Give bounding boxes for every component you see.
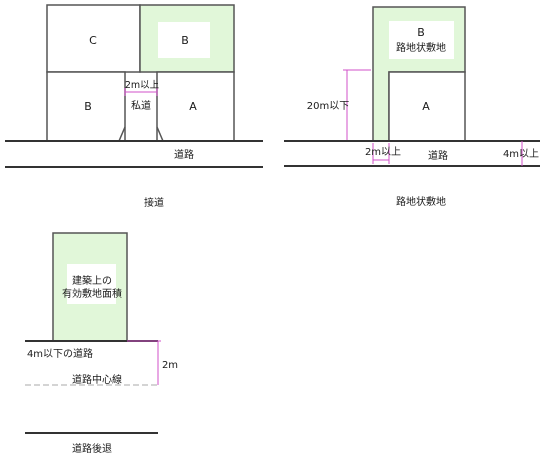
lot-b-top-label: B [181, 34, 189, 47]
lot-b-bottom [46, 71, 126, 142]
min-width-label: 2m以上 [125, 80, 160, 91]
flag-road-label: 道路 [428, 149, 448, 162]
diagram-setback: 建築上の 有効敷地面積 4m以下の道路 道路中心線 2m 道路後退 [25, 232, 178, 455]
private-road-flare-right [156, 126, 164, 142]
caption-setback: 道路後退 [72, 442, 112, 455]
max-length-label: 20m以下 [307, 101, 349, 112]
lot-c [46, 4, 141, 73]
effective-area-line2: 有効敷地面積 [62, 287, 122, 300]
lot-c-label: C [89, 34, 97, 47]
private-road-label: 私道 [131, 99, 151, 112]
lot-b-top-inner [158, 22, 210, 58]
setback-label: 2m [162, 360, 178, 371]
flag-min-width-label: 2m以上 [365, 146, 401, 158]
flag-lot-b-label: B [417, 26, 425, 39]
flag-lot-b-sublabel: 路地状敷地 [396, 41, 446, 54]
effective-area-line1: 建築上の [72, 274, 112, 287]
road-width-label: 4m以上 [503, 148, 539, 160]
centerline-label: 道路中心線 [72, 373, 122, 386]
flag-lot-a [388, 71, 466, 142]
narrow-road-label: 4m以下の道路 [27, 347, 93, 360]
caption-road-access: 接道 [144, 196, 164, 209]
lot-b-bottom-label: B [84, 100, 92, 113]
diagram-flag-lot: B 路地状敷地 A 20m以下 道路 2m以上 4m以上 路地状敷地 [284, 6, 540, 208]
setback-lot-inner [67, 264, 116, 304]
private-road-flare-left [118, 126, 126, 142]
caption-flag-lot: 路地状敷地 [396, 195, 446, 208]
lot-a-label: A [189, 100, 197, 113]
diagram-road-access: C B B A 2m以上 私道 道路 接道 [5, 4, 263, 209]
flag-lot-a-label: A [422, 100, 430, 113]
road-label: 道路 [174, 148, 194, 161]
flag-lot-b-inner [389, 21, 454, 59]
